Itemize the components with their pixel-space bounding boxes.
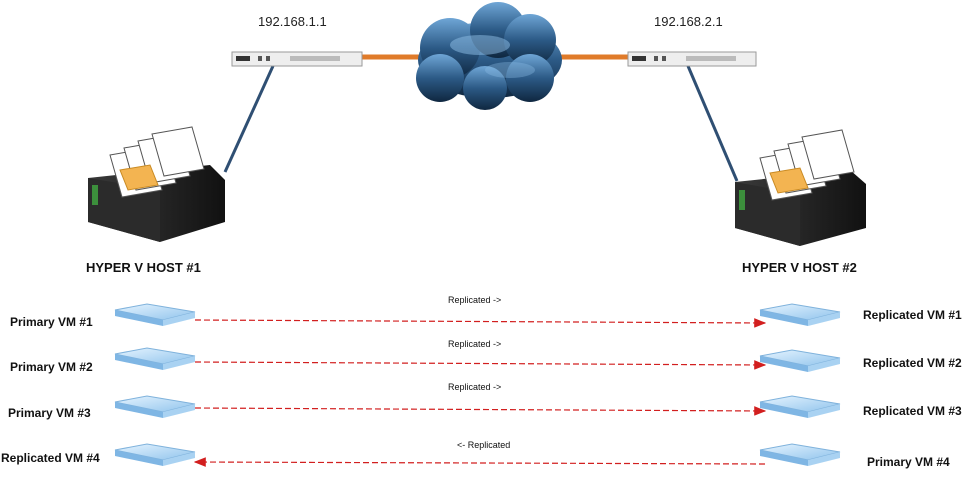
- router-left-ip: 192.168.1.1: [258, 14, 327, 29]
- row4-left-label: Replicated VM #4: [1, 451, 100, 465]
- replication-arrow-2: [194, 360, 767, 370]
- vm-tile-right-3: [759, 395, 841, 418]
- row1-left-label: Primary VM #1: [10, 315, 93, 329]
- row2-right-label: Replicated VM #2: [863, 356, 962, 370]
- row1-link-label: Replicated ->: [448, 295, 502, 305]
- hyper-v-host-right-icon: [735, 129, 866, 246]
- lan-link-left: [223, 65, 275, 173]
- hyper-v-host-left-icon: [88, 126, 225, 242]
- row1-right-label: Replicated VM #1: [863, 308, 962, 322]
- replication-arrow-3: [194, 406, 767, 416]
- vm-tile-right-4: [759, 443, 841, 466]
- host-right-label: HYPER V HOST #2: [742, 260, 857, 275]
- replication-arrow-1: [194, 318, 767, 328]
- lan-link-right: [686, 65, 739, 182]
- vm-tile-left-4: [114, 443, 196, 466]
- row2-link-label: Replicated ->: [448, 339, 502, 349]
- internet-cloud-icon: [416, 2, 562, 110]
- vm-tile-left-3: [114, 395, 196, 418]
- router-right-ip: 192.168.2.1: [654, 14, 723, 29]
- vm-tile-right-1: [759, 303, 841, 326]
- replication-arrows: [193, 318, 767, 467]
- row3-right-label: Replicated VM #3: [863, 404, 962, 418]
- row4-right-label: Primary VM #4: [867, 455, 950, 469]
- row4-link-label: <- Replicated: [457, 440, 511, 450]
- router-right-icon: [627, 51, 757, 67]
- row2-left-label: Primary VM #2: [10, 360, 93, 374]
- row3-left-label: Primary VM #3: [8, 406, 91, 420]
- replication-arrow-4: [193, 457, 766, 467]
- row3-link-label: Replicated ->: [448, 382, 502, 392]
- router-left-icon: [231, 51, 363, 67]
- vm-tile-left-2: [114, 347, 196, 370]
- host-left-label: HYPER V HOST #1: [86, 260, 201, 275]
- vm-tiles: [114, 303, 841, 466]
- vm-tile-right-2: [759, 349, 841, 372]
- vm-tile-left-1: [114, 303, 196, 326]
